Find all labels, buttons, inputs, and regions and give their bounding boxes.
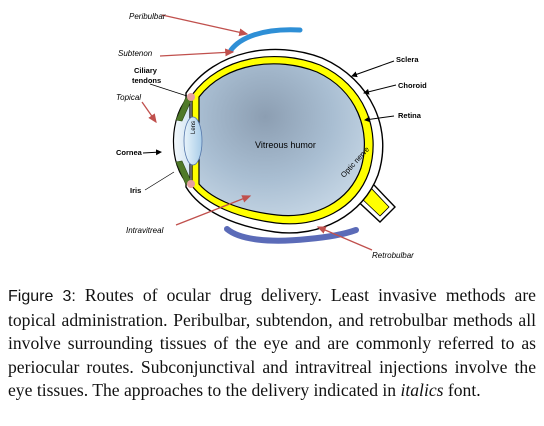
- ciliary-pointer: [149, 83, 188, 97]
- topical-label: Topical: [116, 93, 141, 102]
- caption-text-part2: font.: [443, 380, 481, 400]
- iris-pointer: [144, 171, 175, 191]
- peribulbar-route-line: [228, 27, 303, 53]
- lens-label: Lens: [191, 121, 197, 134]
- topical-arrow: [141, 101, 157, 124]
- figure-caption: Figure 3: Routes of ocular drug delivery…: [8, 284, 536, 403]
- sclera-arrow: [351, 60, 395, 78]
- caption-text-part1: Routes of ocular drug delivery. Least in…: [8, 285, 536, 400]
- intravitreal-label: Intravitreal: [126, 226, 164, 235]
- ciliary-label-line1: Ciliary: [134, 66, 158, 75]
- ciliary-label-line2: tendons: [132, 76, 161, 85]
- cornea-arrow: [142, 149, 162, 156]
- retrobulbar-label: Retrobulbar: [372, 251, 414, 260]
- subtenon-label: Subtenon: [118, 49, 153, 58]
- lens: [183, 116, 203, 166]
- ciliary-body-upper: [187, 93, 195, 101]
- caption-italic-word: italics: [400, 380, 444, 400]
- iris-label: Iris: [130, 186, 141, 195]
- figure-number: Figure 3:: [8, 288, 76, 305]
- retrobulbar-route-line: [224, 226, 359, 244]
- choroid-arrow: [363, 84, 397, 95]
- choroid-label: Choroid: [398, 81, 427, 90]
- subtenon-arrow: [159, 48, 235, 57]
- peribulbar-label: Peribulbar: [129, 12, 166, 21]
- vitreous-body: [198, 63, 365, 217]
- vitreous-humor-label: Vitreous humor: [255, 140, 316, 150]
- ciliary-body-lower: [187, 180, 195, 188]
- sclera-label: Sclera: [396, 55, 419, 64]
- retrobulbar-arrow: [316, 226, 373, 251]
- peribulbar-arrow: [161, 14, 249, 37]
- intravitreal-arrow: [175, 195, 252, 226]
- retina-label: Retina: [398, 111, 422, 120]
- eye-diagram-svg: Peribulbar Subtenon Ciliary tendons Topi…: [116, 12, 427, 260]
- retina-arrow: [364, 115, 395, 123]
- eye-diagram: Peribulbar Subtenon Ciliary tendons Topi…: [116, 12, 427, 260]
- cornea-label: Cornea: [116, 148, 143, 157]
